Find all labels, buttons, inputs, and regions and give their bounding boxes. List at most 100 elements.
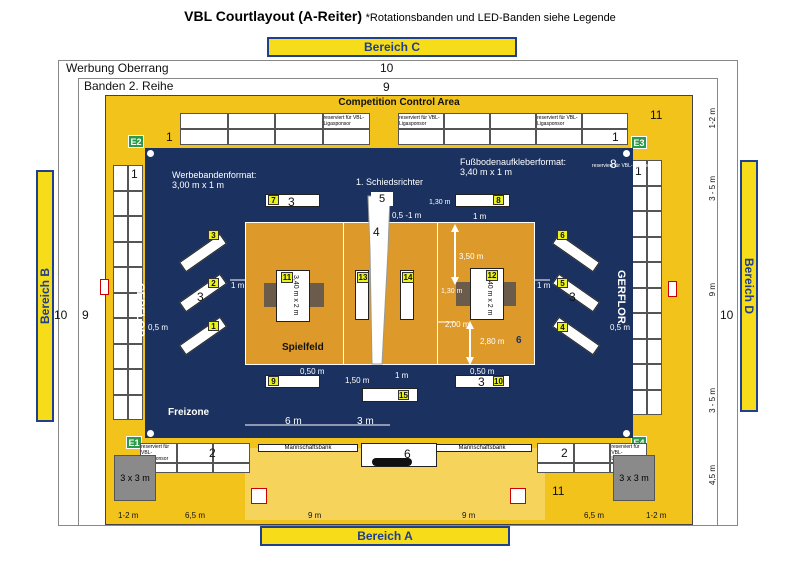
measure-1m-right: 1 m: [537, 281, 551, 290]
measure-0-5-left: 0,5 m: [148, 323, 169, 332]
banner-row-bottom-left: reserviert für VBL-Ligasponsor: [140, 443, 250, 473]
tag-14: 14: [402, 272, 414, 283]
diag-right-num-3: 3: [569, 290, 576, 304]
diag-left-num-3: 3: [197, 290, 204, 304]
tag-9: 9: [268, 376, 279, 386]
fussboden-size-label: 3,40 m x 1 m: [460, 167, 513, 177]
measure-right-9: 9 m: [708, 283, 717, 297]
measure-0-5-1m: 0,5 -1 m: [392, 211, 422, 220]
led-marker-right: [668, 281, 677, 297]
tag-15: 15: [398, 390, 409, 400]
board-2-bl: 2: [209, 446, 216, 460]
competition-control-label: Competition Control Area: [338, 97, 460, 108]
measure-1-50: 1,50 m: [345, 376, 370, 385]
board-7-num-3: 3: [288, 195, 295, 209]
tag-7: 7: [268, 195, 279, 205]
area-d-label: Bereich D: [740, 160, 758, 412]
legend-note: *Rotationsbanden und LED-Banden siehe Le…: [365, 12, 616, 24]
measure-6m: 6 m: [285, 416, 302, 427]
corner-dot-bl: [147, 430, 154, 437]
board-2-br: 2: [561, 446, 568, 460]
area-a-label: Bereich A: [260, 526, 510, 546]
board-1-tl: 1: [166, 130, 173, 144]
e1-tag: E1: [126, 436, 142, 449]
corner-dot-tr: [623, 150, 630, 157]
board-1-right: 1: [635, 164, 642, 178]
attack-line-left: [343, 222, 344, 365]
floor-sticker-8: 8: [610, 157, 617, 171]
tag-3: 3: [208, 230, 219, 240]
measure-1m-top: 1 m: [473, 212, 487, 221]
zone-11-bottom: 11: [552, 484, 565, 498]
area-b-label: Bereich B: [36, 170, 54, 422]
team-bench-left: Mannschaftsbank: [258, 444, 358, 452]
ring-10-right: 10: [720, 308, 734, 322]
scorer-table-6: 6: [404, 447, 411, 461]
reserved-sponsor-tr2: reserviert für VBL-Ligasponsor: [536, 113, 582, 129]
pod-left: [251, 488, 267, 504]
banner-row-left: [113, 165, 143, 420]
tag-12: 12: [486, 270, 498, 281]
reserved-sponsor-tr: reserviert für VBL-Ligasponsor: [398, 113, 444, 129]
reserved-sponsor-tl: reserviert für VBL-Ligasponsor: [322, 113, 370, 129]
tag-5: 5: [557, 278, 568, 288]
banden-2-reihe-label: Banden 2. Reihe: [84, 79, 174, 93]
measure-1m-bottom: 1 m: [395, 371, 409, 380]
fussboden-format-label: Fußbodenaufkleberformat:: [460, 157, 567, 167]
e2-tag: E2: [128, 135, 144, 148]
measure-3m: 3 m: [357, 416, 374, 427]
referee-label: 1. Schiedsrichter: [356, 177, 424, 187]
measure-0-50-left: 0,50 m: [300, 367, 325, 376]
attack-line-right: [437, 222, 438, 365]
measure-1m-left: 1 m: [231, 281, 245, 290]
size-label-12: 3,40 m x 2 m: [486, 275, 493, 316]
tag-10: 10: [493, 376, 504, 386]
reserved-sponsor-floor: reserviert für VBL-Ligasponsor: [592, 163, 660, 169]
werbung-oberrang-label: Werbung Oberrang: [66, 61, 169, 75]
corner-dot-br: [623, 430, 630, 437]
measure-right-4-5: 4,5 m: [708, 465, 717, 486]
size-label-11: 3,40 m x 2 m: [292, 275, 299, 316]
board-1-tr: 1: [612, 130, 619, 144]
banner-row-top-right: reserviert für VBL-Ligasponsor reserviert…: [398, 113, 628, 145]
tag-11: 11: [281, 272, 293, 283]
title-text: VBL Courtlayout (A-Reiter): [184, 8, 363, 24]
pod-right: [510, 488, 526, 504]
measure-1-30-mid: 1,30 m: [441, 288, 463, 295]
team-bench-right: Mannschaftsbank: [432, 444, 532, 452]
measure-bottom-1-2-right: 1-2 m: [646, 511, 667, 520]
tag-6: 6: [557, 230, 568, 240]
banner-row-top-left: reserviert für VBL-Ligasponsor: [180, 113, 370, 145]
square-3x3-left: 3 x 3 m: [114, 455, 156, 501]
referee-stand-5: 5: [371, 192, 393, 206]
ring-10-left: 10: [54, 308, 68, 322]
werbe-format-label: Werbebandenformat:: [172, 170, 257, 180]
measure-3-50: 3,50 m: [459, 252, 484, 261]
measure-2-80: 2,80 m: [480, 337, 505, 346]
measure-bottom-9-left: 9 m: [308, 511, 322, 520]
e3-tag: E3: [631, 136, 647, 149]
square-3x3-right: 3 x 3 m: [613, 455, 655, 501]
net-4-label: 4: [373, 225, 380, 239]
measure-0-50-right: 0,50 m: [470, 367, 495, 376]
measure-bottom-6-5-left: 6,5 m: [185, 511, 206, 520]
diagram-title: VBL Courtlayout (A-Reiter) *Rotationsban…: [0, 8, 800, 24]
measure-bottom-1-2-left: 1-2 m: [118, 511, 139, 520]
board-10-num-3: 3: [478, 375, 485, 389]
measure-right-3-5-top: 3 - 5 m: [708, 176, 717, 201]
zone-11-top: 11: [650, 108, 663, 122]
tag-1: 1: [208, 321, 219, 331]
tag-13: 13: [357, 272, 369, 283]
werbe-size-label: 3,00 m x 1 m: [172, 180, 225, 190]
corner-dot-tl: [147, 150, 154, 157]
spielfeld-label: Spielfeld: [282, 342, 324, 353]
measure-right-1-2: 1-2 m: [708, 108, 717, 129]
led-marker-left: [100, 279, 109, 295]
measure-bottom-6-5-right: 6,5 m: [584, 511, 605, 520]
freizone-label: Freizone: [168, 407, 210, 418]
measure-bottom-9-right: 9 m: [462, 511, 476, 520]
ring-9-top: 9: [383, 80, 390, 94]
tag-4: 4: [557, 322, 568, 332]
measure-right-3-5-bottom: 3 - 5 m: [708, 388, 717, 413]
